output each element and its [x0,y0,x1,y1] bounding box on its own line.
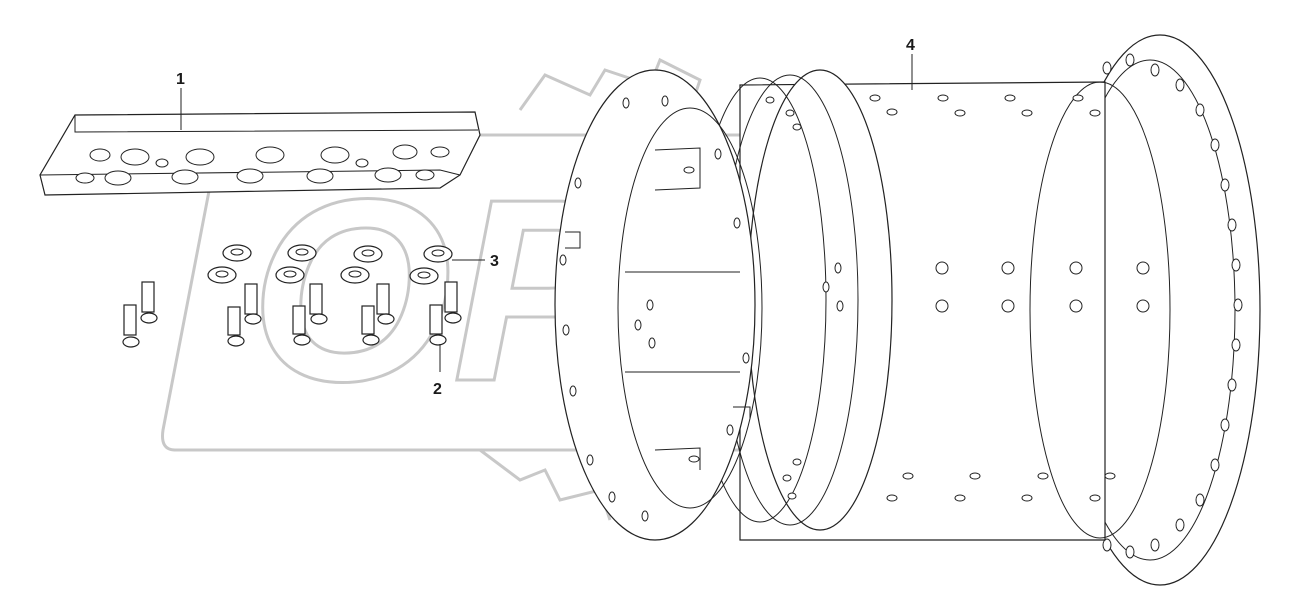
bolt [444,281,462,324]
ring-bolt-holes [559,95,844,522]
body-holes [869,94,1150,502]
callout-1: 1 [176,71,185,88]
bolt [122,304,140,348]
leader-lines [180,54,913,372]
callout-labels: 1 2 3 4 [176,37,915,398]
part-1-plate [39,111,481,196]
bolt [361,305,380,346]
part-4-housing [554,34,1261,586]
callout-4: 4 [906,37,915,54]
part-3-washers [207,244,453,285]
bolt [244,283,262,325]
part-2-bolts [122,281,462,348]
bolt [227,306,245,347]
callout-2: 2 [433,381,442,398]
bolt [429,304,447,346]
bolt [292,305,311,346]
bolt [376,283,395,325]
bolt [140,281,158,324]
bolt [309,283,328,325]
callout-3: 3 [490,253,499,270]
flange-bolt-holes [1102,53,1243,559]
